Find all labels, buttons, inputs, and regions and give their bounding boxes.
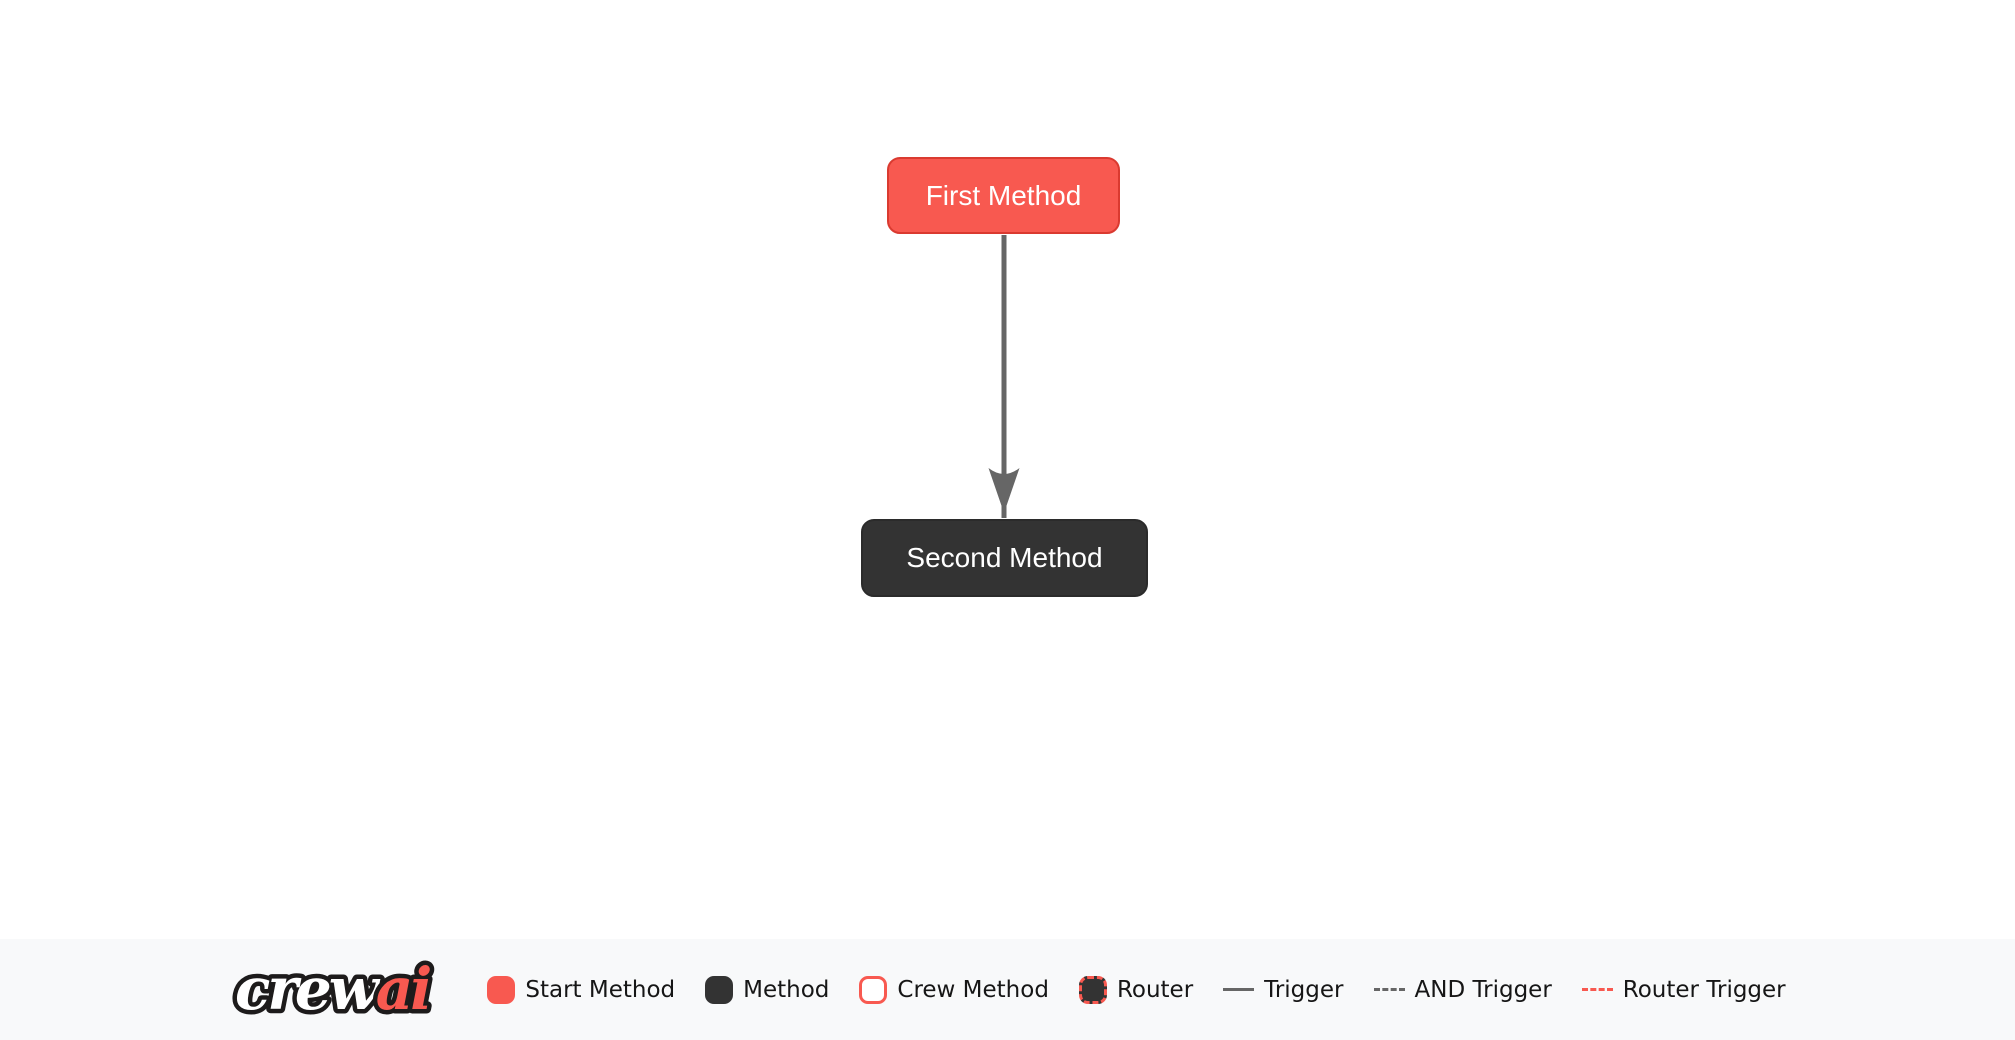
legend-label: Crew Method: [897, 976, 1049, 1003]
logo-text-ai: ai: [376, 955, 431, 1023]
node-first-method[interactable]: First Method: [887, 157, 1120, 234]
and-trigger-line-swatch: [1373, 988, 1405, 991]
legend-label: Router Trigger: [1622, 976, 1786, 1003]
legend-label: Router: [1116, 976, 1194, 1003]
node-label: Second Method: [906, 542, 1103, 573]
svg-text:crewai: crewai: [235, 955, 430, 1023]
legend-item-method: Method: [705, 975, 830, 1004]
node-second-method[interactable]: Second Method: [861, 519, 1148, 597]
trigger-edge: [988, 235, 1020, 518]
flow-canvas[interactable]: First Method Second Method: [0, 0, 2015, 939]
crewai-logo: crewai: [231, 950, 438, 1027]
trigger-line-swatch: [1223, 988, 1255, 991]
method-swatch: [705, 975, 734, 1004]
crew-method-swatch: [859, 975, 888, 1004]
node-label: First Method: [925, 179, 1082, 211]
legend-label: Trigger: [1264, 976, 1344, 1003]
logo-text-crew: crew: [235, 955, 381, 1023]
legend-item-crew-method: Crew Method: [859, 975, 1049, 1004]
router-trigger-line-swatch: [1581, 988, 1613, 991]
router-swatch: [1078, 975, 1107, 1004]
legend-item-and-trigger: AND Trigger: [1373, 976, 1552, 1003]
legend-item-router-trigger: Router Trigger: [1581, 976, 1786, 1003]
legend-label: Method: [743, 976, 830, 1003]
legend-item-start-method: Start Method: [487, 975, 676, 1004]
legend-label: Start Method: [525, 976, 676, 1003]
edge-arrowhead: [988, 468, 1020, 513]
legend-bar: crewai Start Method Method Crew Method R…: [0, 939, 2015, 1040]
start-method-swatch: [487, 975, 516, 1004]
legend-item-trigger: Trigger: [1223, 976, 1344, 1003]
legend-item-router: Router: [1078, 975, 1194, 1004]
legend-label: AND Trigger: [1414, 976, 1552, 1003]
